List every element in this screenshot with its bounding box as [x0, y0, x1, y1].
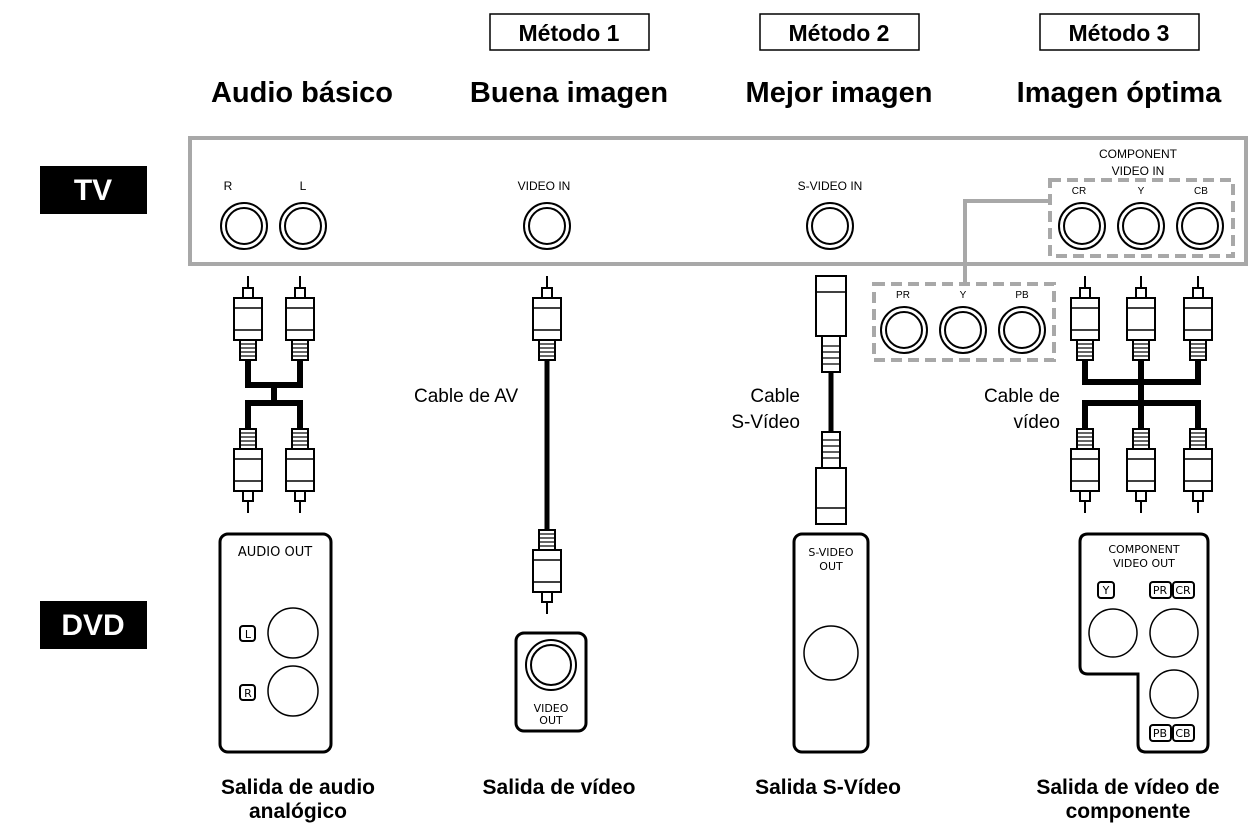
tv-cr-label: CR [1072, 186, 1086, 197]
bottom-component-label-2: componente [1066, 800, 1191, 823]
method-1-box: Método 1 [489, 13, 650, 51]
video-cable [532, 275, 562, 614]
bottom-audio-label-1: Salida de audio [221, 776, 375, 799]
dvd-audio-out-label: AUDIO OUT [238, 545, 312, 560]
dvd-video-out-label-2: OUT [539, 714, 563, 727]
heading-audio-basico: Audio básico [211, 77, 393, 109]
tv-panel: R L VIDEO IN S-VIDEO IN COMPONENT VIDEO … [188, 136, 1248, 266]
adapter-link-line [963, 199, 1050, 284]
dvd-audio-l-jack [267, 607, 319, 659]
svg-text:DVD: DVD [61, 609, 124, 642]
tv-svideo-in-label: S-VIDEO IN [798, 179, 863, 193]
dvd-comp-pr-label: PR [1153, 584, 1168, 597]
heading-buena-imagen: Buena imagen [470, 77, 668, 109]
adapter-pb-label: PB [1015, 290, 1029, 301]
tv-component-label-1: COMPONENT [1099, 147, 1178, 161]
method-3-box: Método 3 [1039, 13, 1200, 51]
tv-audio-l-jack [279, 202, 327, 250]
adapter-y-jack [939, 306, 987, 354]
dvd-comp-y-label: Y [1102, 584, 1110, 597]
cable-video-label-1: Cable de [984, 386, 1060, 407]
adapter-pr-jack [880, 306, 928, 354]
method-3-label: Método 3 [1069, 20, 1170, 46]
heading-imagen-optima: Imagen óptima [1017, 77, 1223, 109]
dvd-svideo-out-label-2: OUT [819, 560, 843, 573]
dvd-svideo-out-label-1: S-VIDEO [808, 546, 853, 559]
tv-y-label: Y [1138, 186, 1145, 197]
dvd-r-label: R [244, 687, 252, 700]
tv-cr-jack [1058, 202, 1106, 250]
method-2-label: Método 2 [789, 20, 890, 46]
dvd-comp-pb-jack [1149, 669, 1199, 719]
tv-audio-r-jack [220, 202, 268, 250]
dvd-l-label: L [245, 628, 252, 641]
dvd-svideo-out-jack [803, 625, 859, 681]
tv-cb-jack [1176, 202, 1224, 250]
tv-cb-label: CB [1194, 186, 1208, 197]
dvd-comp-pb-label: PB [1153, 727, 1167, 740]
adapter-box: PR Y PB [872, 282, 1056, 362]
adapter-pr-label: PR [896, 290, 910, 301]
dvd-component-label-2: VIDEO OUT [1113, 557, 1175, 570]
tv-y-jack [1117, 202, 1165, 250]
tv-video-in-jack [523, 202, 571, 250]
dvd-component-out-panel: COMPONENT VIDEO OUT Y PR CR PB CB [1078, 532, 1210, 754]
dvd-audio-r-jack [267, 665, 319, 717]
tv-component-group [1048, 178, 1235, 258]
tv-audio-l-label: L [300, 179, 307, 193]
dvd-component-label-1: COMPONENT [1108, 543, 1180, 556]
svideo-cable [815, 275, 847, 525]
bottom-video-label: Salida de vídeo [483, 776, 636, 799]
tv-audio-r-label: R [224, 179, 233, 193]
component-cable [1070, 275, 1213, 513]
adapter-y-label: Y [960, 290, 967, 301]
bottom-component-label-1: Salida de vídeo de [1036, 776, 1219, 799]
dvd-comp-y-jack [1088, 608, 1138, 658]
dvd-comp-cb-label: CB [1175, 727, 1190, 740]
cable-video-label-2: vídeo [1014, 412, 1060, 433]
method-2-box: Método 2 [759, 13, 920, 51]
dvd-side-label: DVD [40, 601, 147, 649]
adapter-pb-jack [998, 306, 1046, 354]
cable-av-label: Cable de AV [414, 386, 519, 407]
method-1-label: Método 1 [519, 20, 620, 46]
dvd-comp-pr-jack [1149, 608, 1199, 658]
cable-svideo-label-1: Cable [750, 386, 800, 407]
dvd-comp-cr-label: CR [1175, 584, 1191, 597]
heading-mejor-imagen: Mejor imagen [746, 77, 933, 109]
bottom-audio-label-2: analógico [249, 800, 347, 823]
tv-component-label-2: VIDEO IN [1112, 164, 1165, 178]
dvd-video-out-label-1: VIDEO [534, 702, 569, 715]
bottom-svideo-label: Salida S-Vídeo [755, 776, 901, 799]
dvd-svideo-out-panel: S-VIDEO OUT [792, 532, 870, 754]
audio-cable [233, 275, 315, 513]
tv-side-label: TV [40, 166, 147, 214]
cable-svideo-label-2: S-Vídeo [731, 412, 800, 433]
dvd-video-out-panel: VIDEO OUT [514, 631, 588, 733]
dvd-audio-out-panel: AUDIO OUT L R [218, 532, 333, 754]
svg-text:TV: TV [74, 174, 112, 207]
tv-svideo-in-jack [806, 202, 854, 250]
tv-video-in-label: VIDEO IN [518, 179, 571, 193]
